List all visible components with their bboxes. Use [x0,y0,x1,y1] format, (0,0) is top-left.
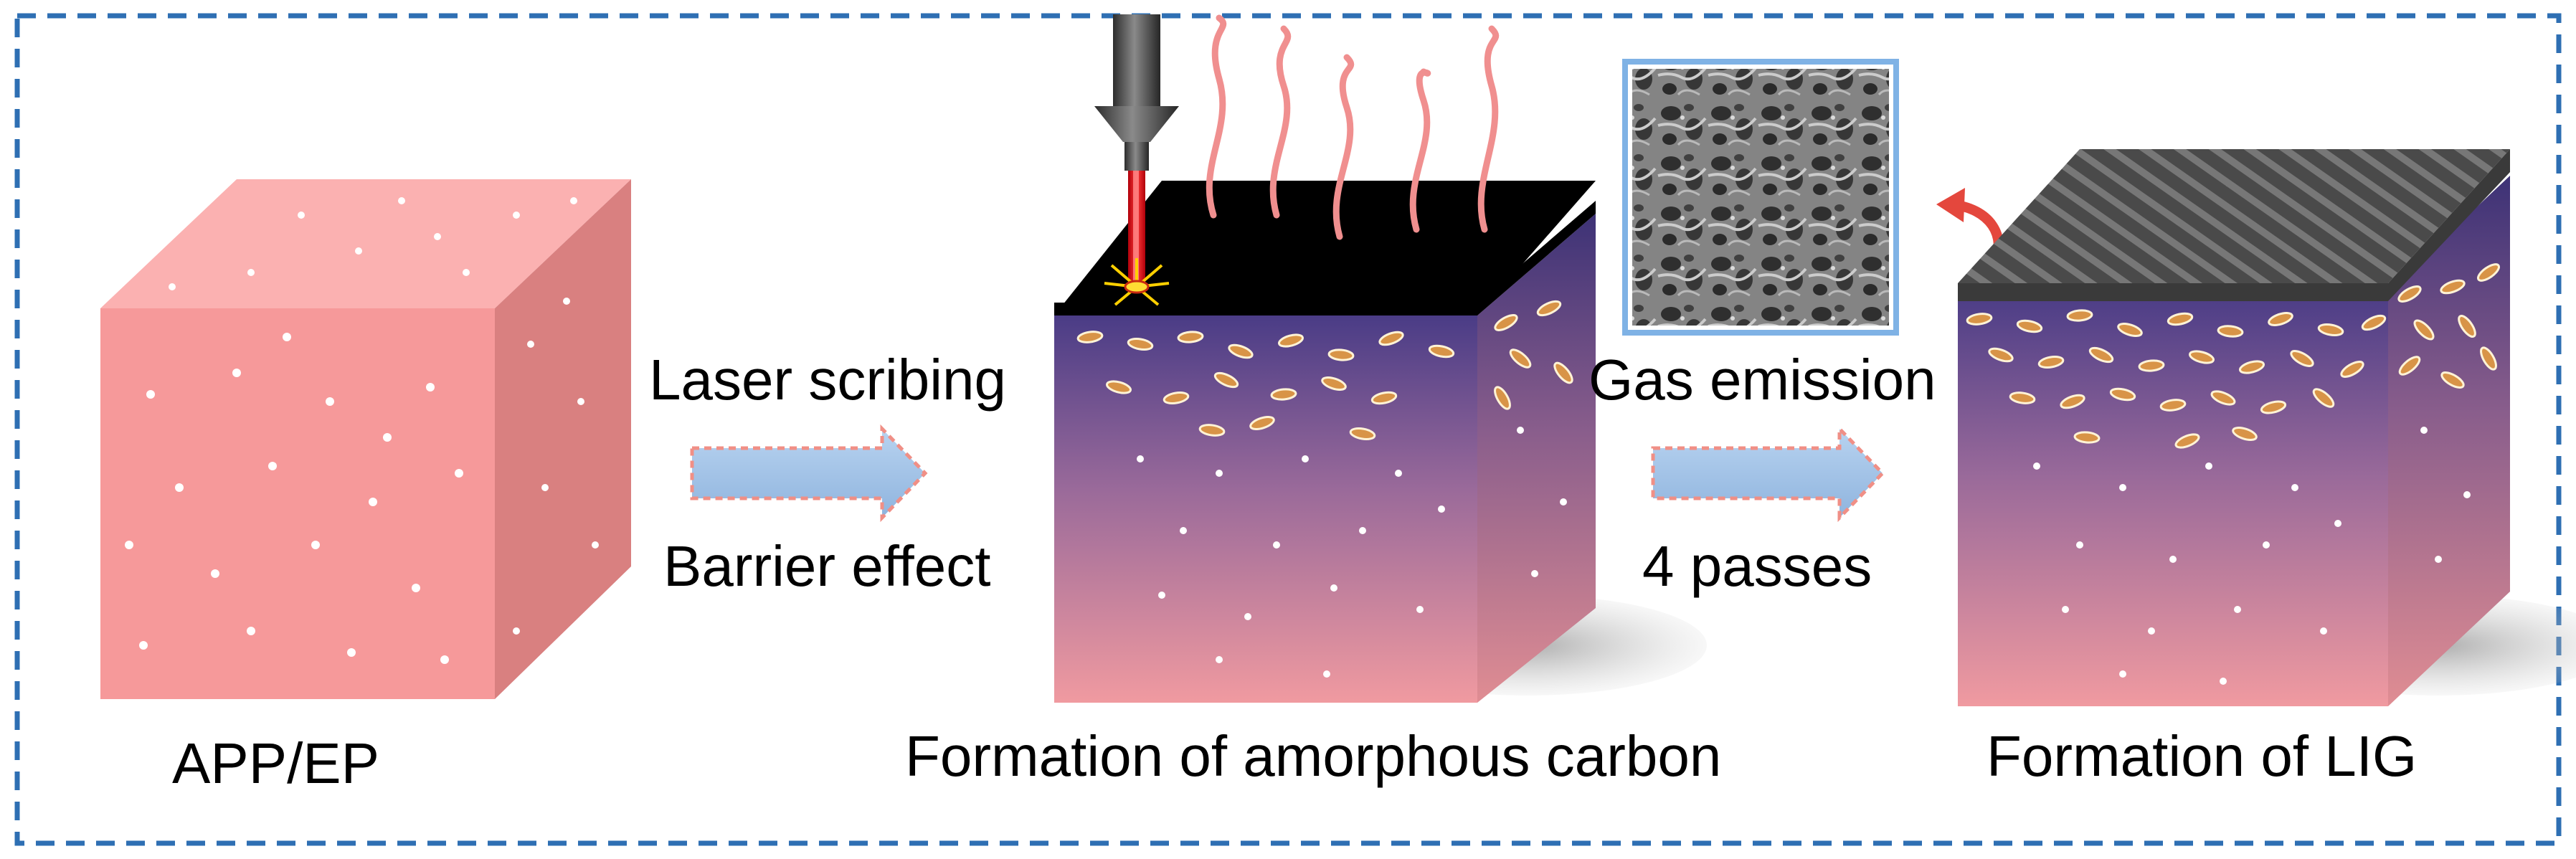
label-gas-emission: Gas emission [1588,348,1936,412]
process-arrow-icon [1651,424,1885,523]
sem-micrograph-icon [1622,59,1899,336]
app-ep-cube [100,179,631,699]
label-barrier-effect: Barrier effect [663,534,991,598]
gas-emission-waves [1206,14,1500,240]
label-laser-scribing: Laser scribing [649,348,1007,412]
label-amorphous-carbon: Formation of amorphous carbon [905,724,1722,788]
laser-nozzle-icon [1094,14,1179,306]
label-passes: 4 passes [1642,534,1872,598]
dashed-frame [14,13,2562,846]
lig-cube [1958,149,2576,706]
amorphous-carbon-cube [1054,181,1707,703]
process-arrow-icon [690,424,928,523]
label-app-ep: APP/EP [172,731,380,795]
label-lig: Formation of LIG [1987,724,2418,788]
